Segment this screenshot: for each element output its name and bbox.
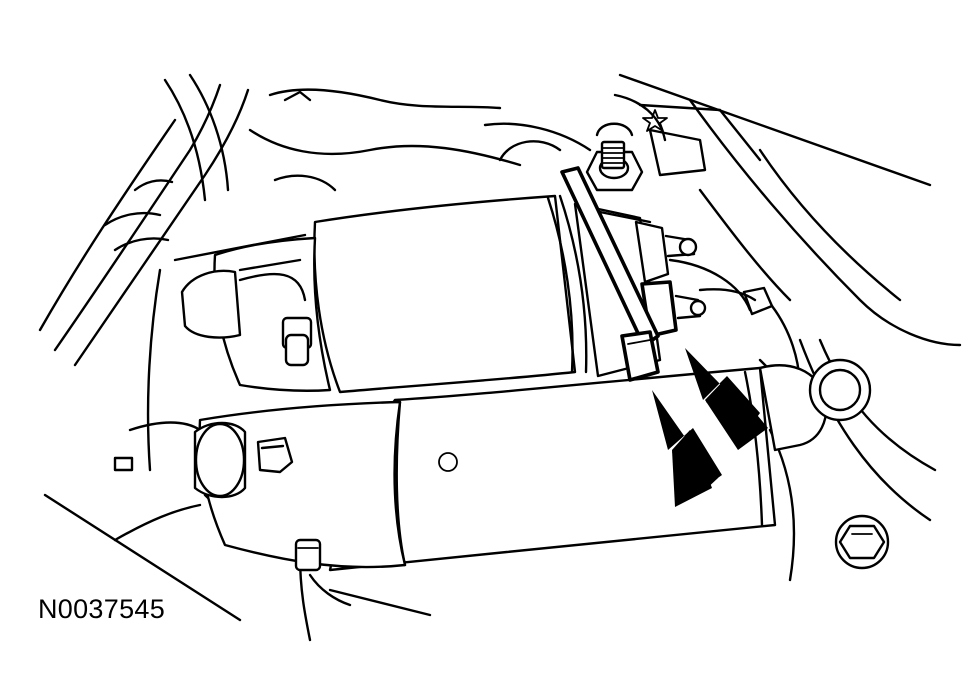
engine-block-background	[38, 73, 962, 642]
figure-id-label: N0037545	[38, 594, 166, 624]
starter-motor	[180, 122, 872, 572]
callout-arrows	[652, 348, 768, 507]
mounting-bolt	[834, 514, 890, 570]
arrow-icon	[652, 390, 722, 507]
arrow-icon	[685, 348, 768, 450]
